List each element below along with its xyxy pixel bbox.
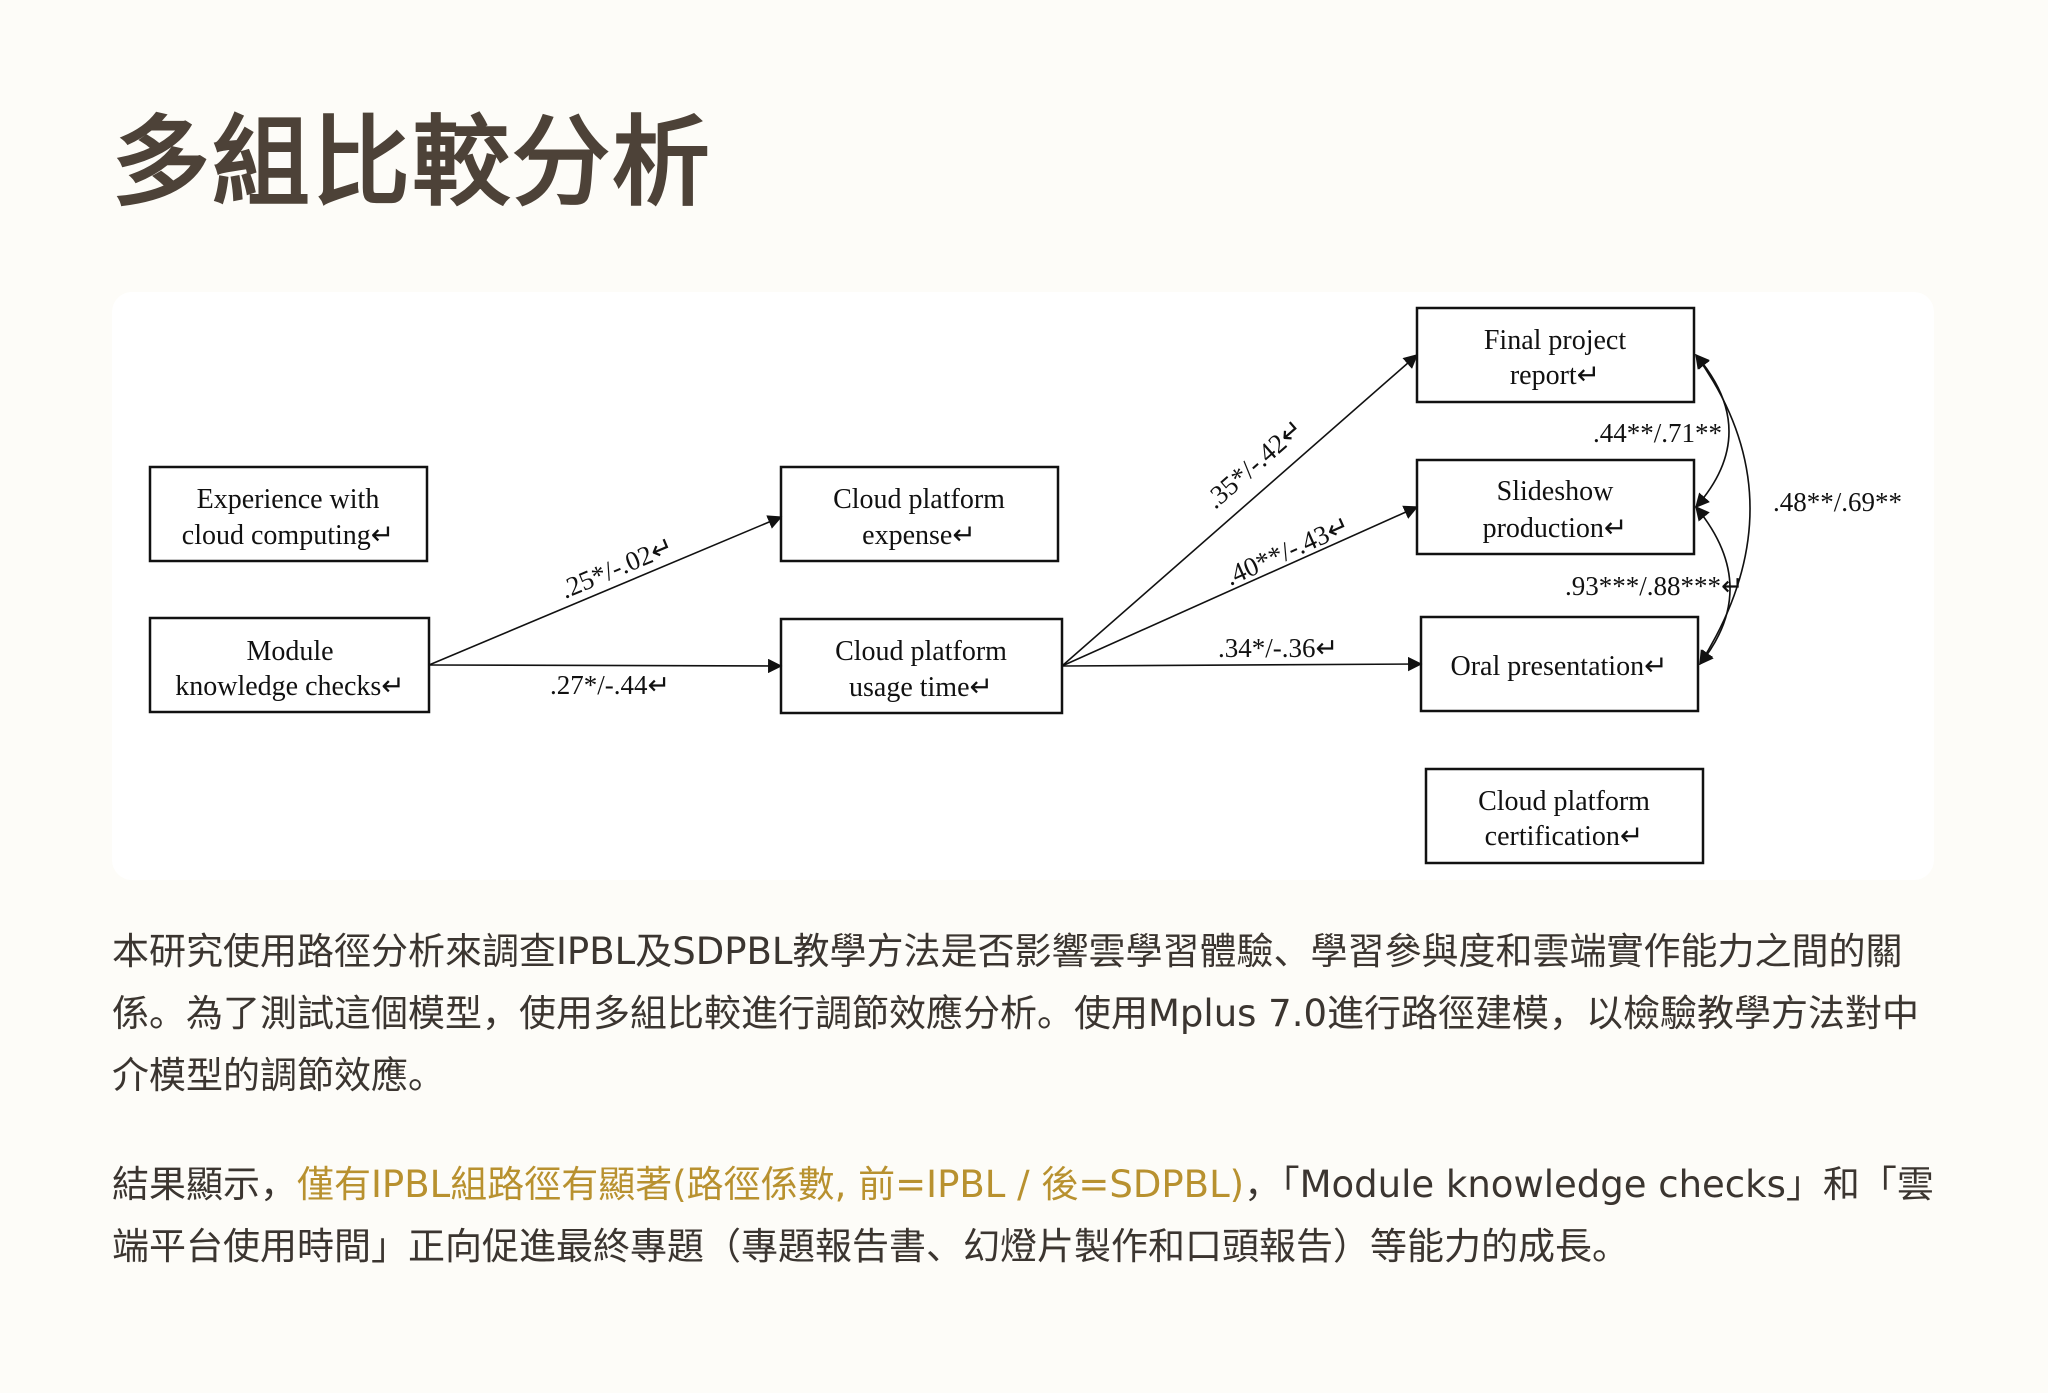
box-final-line1: Final project: [1484, 325, 1627, 356]
results-lead: 結果顯示，: [112, 1163, 297, 1206]
box-module-line1: Module: [246, 636, 333, 667]
box-oral-line1: Oral presentation↵: [1450, 651, 1667, 682]
corr-label-slideshow-oral: .93***/.88***↵: [1565, 571, 1744, 601]
corr-label-final-oral: .48**/.69**: [1773, 487, 1902, 517]
box-expense-line1: Cloud platform: [833, 484, 1005, 515]
box-expense-line2: expense↵: [862, 520, 976, 551]
results-highlight: 僅有IPBL組路徑有顯著(路徑係數, 前=IPBL / 後=SDPBL): [297, 1163, 1245, 1206]
box-module-line2: knowledge checks↵: [175, 671, 405, 702]
box-oral: Oral presentation↵: [1419, 615, 1700, 713]
coef-usage-oral: .34*/-.36↵: [1218, 633, 1338, 663]
path-module-expense: [428, 515, 783, 666]
corr-slideshow-oral: [1695, 505, 1731, 666]
box-experience-line1: Experience with: [197, 484, 380, 515]
box-cert-line2: certification↵: [1485, 821, 1644, 852]
page-title: 多組比較分析: [112, 106, 713, 220]
corr-label-final-slideshow: .44**/.71**: [1593, 418, 1722, 448]
corr-final-oral: [1695, 353, 1751, 666]
box-slideshow: Slideshow production↵: [1415, 458, 1696, 556]
path-diagram-card: Experience with cloud computing↵ Module …: [112, 292, 1934, 880]
path-usage-oral: [1061, 656, 1423, 672]
box-final-report: Final project report↵: [1415, 306, 1696, 404]
box-expense: Cloud platform expense↵: [779, 465, 1060, 563]
path-module-usage: [428, 658, 783, 674]
box-experience-line2: cloud computing↵: [182, 520, 394, 551]
box-module: Module knowledge checks↵: [148, 616, 431, 714]
box-slideshow-line1: Slideshow: [1497, 476, 1614, 507]
results-rest: ，「Module knowledge checks」和「雲端平台使用時間」正向促…: [112, 1163, 1934, 1268]
coef-module-usage: .27*/-.44↵: [550, 670, 670, 700]
coef-usage-slideshow: .40**/-.43↵: [1220, 510, 1354, 592]
box-experience: Experience with cloud computing↵: [148, 465, 429, 563]
path-usage-final: [1061, 354, 1419, 667]
path-usage-slideshow: [1061, 505, 1419, 667]
path-diagram: Experience with cloud computing↵ Module …: [148, 306, 1902, 865]
box-usage-line1: Cloud platform: [835, 636, 1007, 667]
box-usage-line2: usage time↵: [849, 672, 993, 703]
box-cert-line1: Cloud platform: [1478, 786, 1650, 817]
results-paragraph: 結果顯示，僅有IPBL組路徑有顯著(路徑係數, 前=IPBL / 後=SDPBL…: [112, 1154, 1942, 1278]
box-certification: Cloud platform certification↵: [1424, 767, 1705, 865]
box-final-line2: report↵: [1510, 360, 1600, 391]
box-usage: Cloud platform usage time↵: [779, 617, 1064, 715]
box-slideshow-line2: production↵: [1483, 513, 1628, 544]
description-paragraph: 本研究使用路徑分析來調查IPBL及SDPBL教學方法是否影響雲學習體驗、學習參與…: [112, 930, 1920, 1097]
